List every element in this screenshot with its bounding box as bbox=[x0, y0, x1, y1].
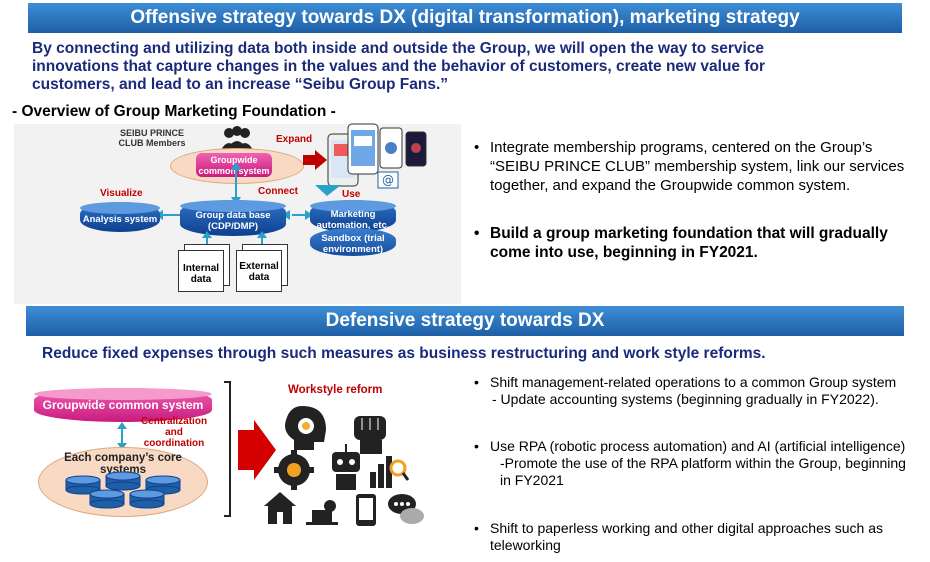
bullet-dot: • bbox=[474, 374, 479, 390]
fist-icon bbox=[354, 416, 386, 454]
bar-chart-search-icon bbox=[370, 456, 410, 488]
robot-icon bbox=[332, 444, 360, 490]
external-data-doc: External data bbox=[236, 250, 282, 292]
use-label: Use bbox=[342, 189, 361, 200]
expand-label: Expand bbox=[276, 134, 313, 145]
bullet-dot: • bbox=[474, 520, 479, 536]
chat-bubble-icon bbox=[388, 494, 424, 524]
offensive-bullet-1: • Integrate membership programs, centere… bbox=[474, 139, 905, 194]
centralization-label: Centralization and coordination bbox=[140, 416, 208, 449]
defensive-bullet-3: • Shift to paperless working and other d… bbox=[474, 520, 884, 553]
ai-head-icon bbox=[285, 406, 326, 450]
svg-text:@: @ bbox=[382, 173, 394, 187]
home-icon bbox=[264, 492, 296, 524]
offensive-bullet-2: • Build a group marketing foundation tha… bbox=[474, 225, 888, 261]
internal-data-doc: Internal data bbox=[178, 250, 224, 292]
defensive-bullet-2: • Use RPA (robotic process automation) a… bbox=[474, 438, 906, 488]
bullet-dot: • bbox=[474, 225, 480, 242]
smartphone-icon bbox=[356, 494, 376, 526]
marketing-automation-cylinder: Marketing automation, etc. bbox=[310, 200, 396, 232]
defensive-bullet-1: • Shift management-related operations to… bbox=[474, 374, 897, 407]
gear-icon bbox=[274, 450, 314, 490]
groupwide-common-system-cylinder: Groupwide common system bbox=[34, 388, 212, 422]
bullet-dot: • bbox=[474, 139, 480, 156]
bracket-arrow bbox=[224, 381, 276, 517]
defensive-lead: Reduce fixed expenses through such measu… bbox=[42, 345, 766, 362]
sandbox-cylinder: Sandbox (trial environment) bbox=[310, 228, 396, 256]
members-label: SEIBU PRINCE CLUB Members bbox=[118, 128, 186, 148]
core-system-cylinders bbox=[65, 471, 181, 509]
connect-label: Connect bbox=[258, 186, 298, 197]
smartphone-icons: @ bbox=[327, 123, 427, 189]
workstyle-reform-label: Workstyle reform bbox=[288, 384, 383, 396]
groupwide-common-system-box: Groupwide common system bbox=[196, 153, 272, 177]
workstyle-icons bbox=[264, 406, 424, 526]
defensive-banner: Defensive strategy towards DX bbox=[26, 306, 904, 336]
laptop-user-icon bbox=[306, 500, 338, 525]
expand-arrow-icon bbox=[303, 150, 327, 170]
analysis-system-cylinder: Analysis system bbox=[80, 202, 160, 232]
offensive-lead: By connecting and utilizing data both in… bbox=[32, 40, 765, 93]
bullet-dot: • bbox=[474, 438, 479, 454]
diagram-title: - Overview of Group Marketing Foundation… bbox=[12, 103, 336, 121]
offensive-banner: Offensive strategy towards DX (digital t… bbox=[28, 3, 902, 33]
visualize-label: Visualize bbox=[100, 188, 143, 199]
group-database-cylinder: Group data base (CDP/DMP) bbox=[180, 200, 286, 236]
